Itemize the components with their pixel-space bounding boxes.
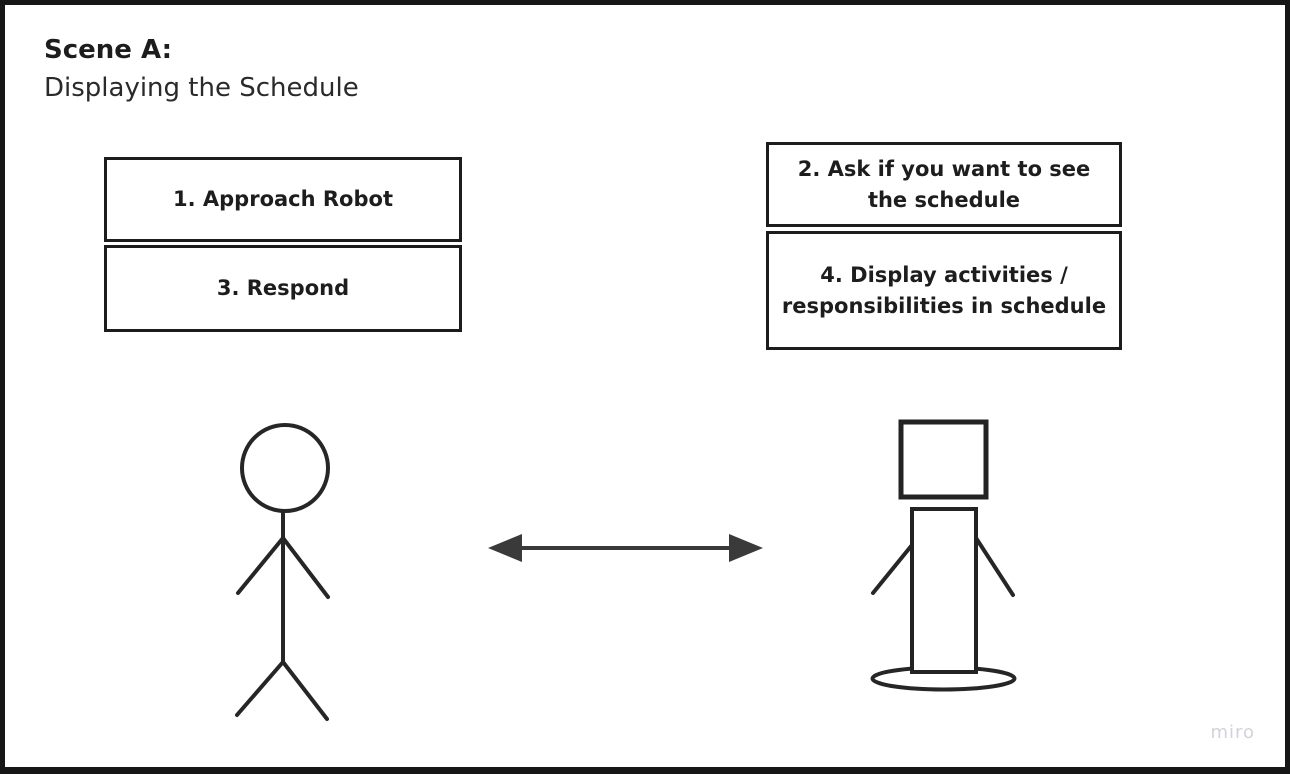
robot-arm-left (871, 543, 914, 595)
robot-head (898, 419, 989, 500)
action-box-label: 2. Ask if you want to see the schedule (797, 156, 1091, 212)
person-legs (235, 660, 329, 721)
action-box-label: 4. Display activities / responsibilities… (781, 262, 1107, 318)
scene-title-block: Scene A: Displaying the Schedule (44, 31, 359, 107)
action-box-approach-robot: 1. Approach Robot (104, 157, 462, 242)
stick-person-figure (235, 423, 330, 721)
interaction-arrow (488, 534, 763, 562)
robot-body (910, 507, 978, 674)
action-box-label: 1. Approach Robot (173, 187, 393, 211)
robot-arm-right (974, 536, 1015, 597)
miro-logo: miro (1210, 722, 1255, 743)
scene-subtitle: Displaying the Schedule (44, 73, 359, 103)
person-head (240, 423, 330, 513)
robot-figure (870, 419, 1017, 692)
scene-heading: Scene A: (44, 35, 172, 65)
action-box-ask-schedule: 2. Ask if you want to see the schedule (766, 142, 1122, 227)
robot-actions-group: 2. Ask if you want to see the schedule 4… (766, 142, 1122, 350)
arrow-head-left-icon (488, 534, 522, 562)
arrow-head-right-icon (729, 534, 763, 562)
human-actions-group: 1. Approach Robot 3. Respond (104, 157, 462, 332)
action-box-respond: 3. Respond (104, 245, 462, 332)
action-box-label: 3. Respond (216, 276, 350, 300)
action-box-display-schedule: 4. Display activities / responsibilities… (766, 231, 1122, 350)
person-arms (236, 536, 330, 599)
